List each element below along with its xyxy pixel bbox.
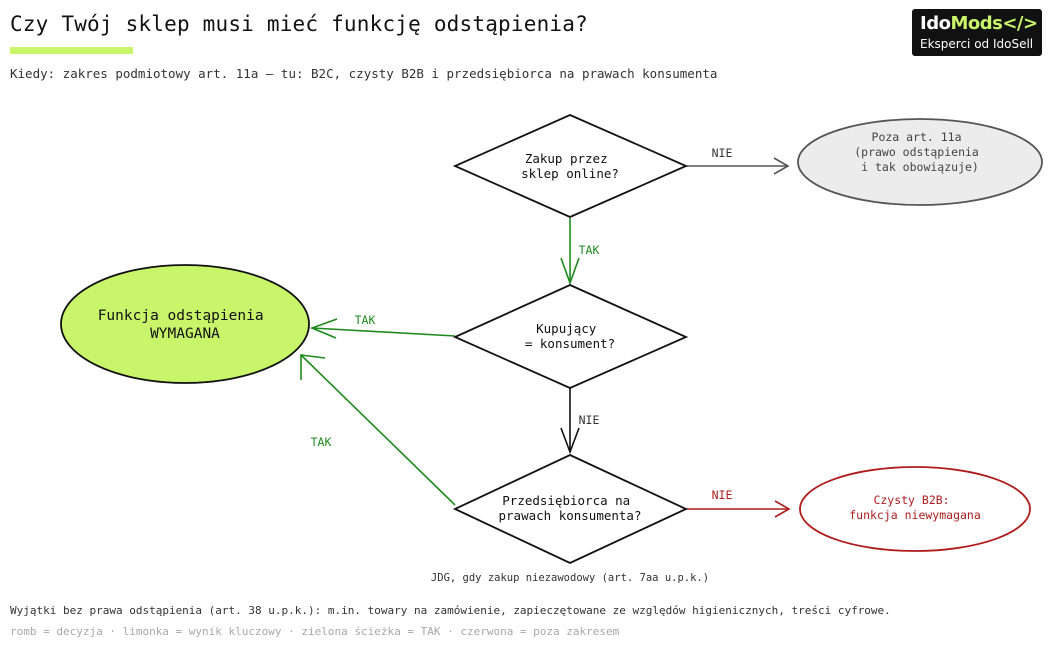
decision-buyer-consumer: Kupujący = konsument?: [452, 284, 689, 389]
outcome-required: Funkcja odstąpienia WYMAGANA: [60, 264, 310, 384]
edge-consumer-no: NIE: [560, 388, 600, 455]
edge-entrepreneur-no: NIE: [686, 488, 791, 518]
outcome-b2b-line-2: funkcja niewymagana: [849, 508, 981, 522]
decision-online-line-1: Zakup przez: [525, 151, 608, 166]
title-underline: [10, 47, 133, 54]
decision-consumer-line-1: Kupujący: [536, 321, 597, 336]
flowchart: NIE TAK TAK NIE TAK NIE Zakup przez skle…: [60, 114, 1043, 584]
svg-text:Przedsiębiorca na prawac: Przedsiębiorca na prawach konsumenta?: [499, 493, 642, 523]
page-subtitle: Kiedy: zakres podmiotowy art. 11a — tu: …: [10, 66, 718, 81]
edge-label-consumer-no: NIE: [579, 413, 600, 427]
outcome-outside-line-2: (prawo odstąpienia: [854, 145, 979, 159]
edge-label-online-no: NIE: [712, 146, 733, 160]
edge-consumer-yes: TAK: [309, 313, 456, 339]
exceptions-note: Wyjątki bez prawa odstąpienia (art. 38 u…: [10, 604, 891, 617]
edge-label-consumer-yes: TAK: [355, 313, 376, 327]
outcome-required-line-2: WYMAGANA: [150, 326, 220, 342]
logo-brand-mods: Mods: [950, 13, 1003, 34]
edge-label-online-yes: TAK: [579, 243, 600, 257]
edge-online-no: NIE: [686, 146, 790, 175]
code-icon: </>: [1002, 13, 1038, 34]
logo-brand: IdoMods</>: [920, 13, 1038, 34]
logo-tagline: Eksperci od IdoSell: [920, 37, 1034, 51]
outcome-outside-line-1: Poza art. 11a: [872, 130, 962, 144]
svg-text:Poza art. 11a (prawo ods: Poza art. 11a (prawo odstąpienia i tak o…: [854, 130, 986, 174]
legend: romb = decyzja · limonka = wynik kluczow…: [10, 625, 620, 638]
page-title: Czy Twój sklep musi mieć funkcję odstąpi…: [10, 12, 588, 36]
svg-text:Funkcja odstąpienia WYMA: Funkcja odstąpienia WYMAGANA: [98, 308, 273, 342]
edge-online-yes: TAK: [560, 218, 600, 286]
svg-text:Kupujący = konsument?: Kupujący = konsument?: [525, 321, 615, 351]
decision-entrepreneur-consumer-rights: Przedsiębiorca na prawach konsumenta?: [452, 454, 689, 564]
idomods-logo: IdoMods</> Eksperci od IdoSell: [912, 9, 1042, 56]
outcome-b2b: Czysty B2B: funkcja niewymagana: [799, 466, 1031, 552]
decision-entrepreneur-line-2: prawach konsumenta?: [499, 508, 642, 523]
outcome-required-line-1: Funkcja odstąpienia: [98, 308, 264, 324]
svg-text:Czysty B2B: funkcja niew: Czysty B2B: funkcja niewymagana: [849, 493, 981, 522]
decision-online-line-2: sklep online?: [521, 166, 619, 181]
edge-label-entrepreneur-yes: TAK: [311, 435, 332, 449]
outcome-b2b-line-1: Czysty B2B:: [873, 493, 949, 507]
outcome-outside-scope: Poza art. 11a (prawo odstąpienia i tak o…: [797, 118, 1043, 206]
outcome-outside-line-3: i tak obowiązuje): [861, 160, 979, 174]
svg-text:Zakup przez sklep online: Zakup przez sklep online?: [521, 151, 619, 181]
decision-entrepreneur-line-1: Przedsiębiorca na: [502, 493, 630, 508]
edge-entrepreneur-yes: TAK: [300, 354, 456, 506]
decision-online-purchase: Zakup przez sklep online?: [452, 114, 689, 218]
decision-consumer-line-2: = konsument?: [525, 336, 615, 351]
edge-label-entrepreneur-no: NIE: [712, 488, 733, 502]
logo-brand-ido: Ido: [920, 13, 951, 34]
jdg-note: JDG, gdy zakup niezawodowy (art. 7aa u.p…: [431, 572, 709, 584]
